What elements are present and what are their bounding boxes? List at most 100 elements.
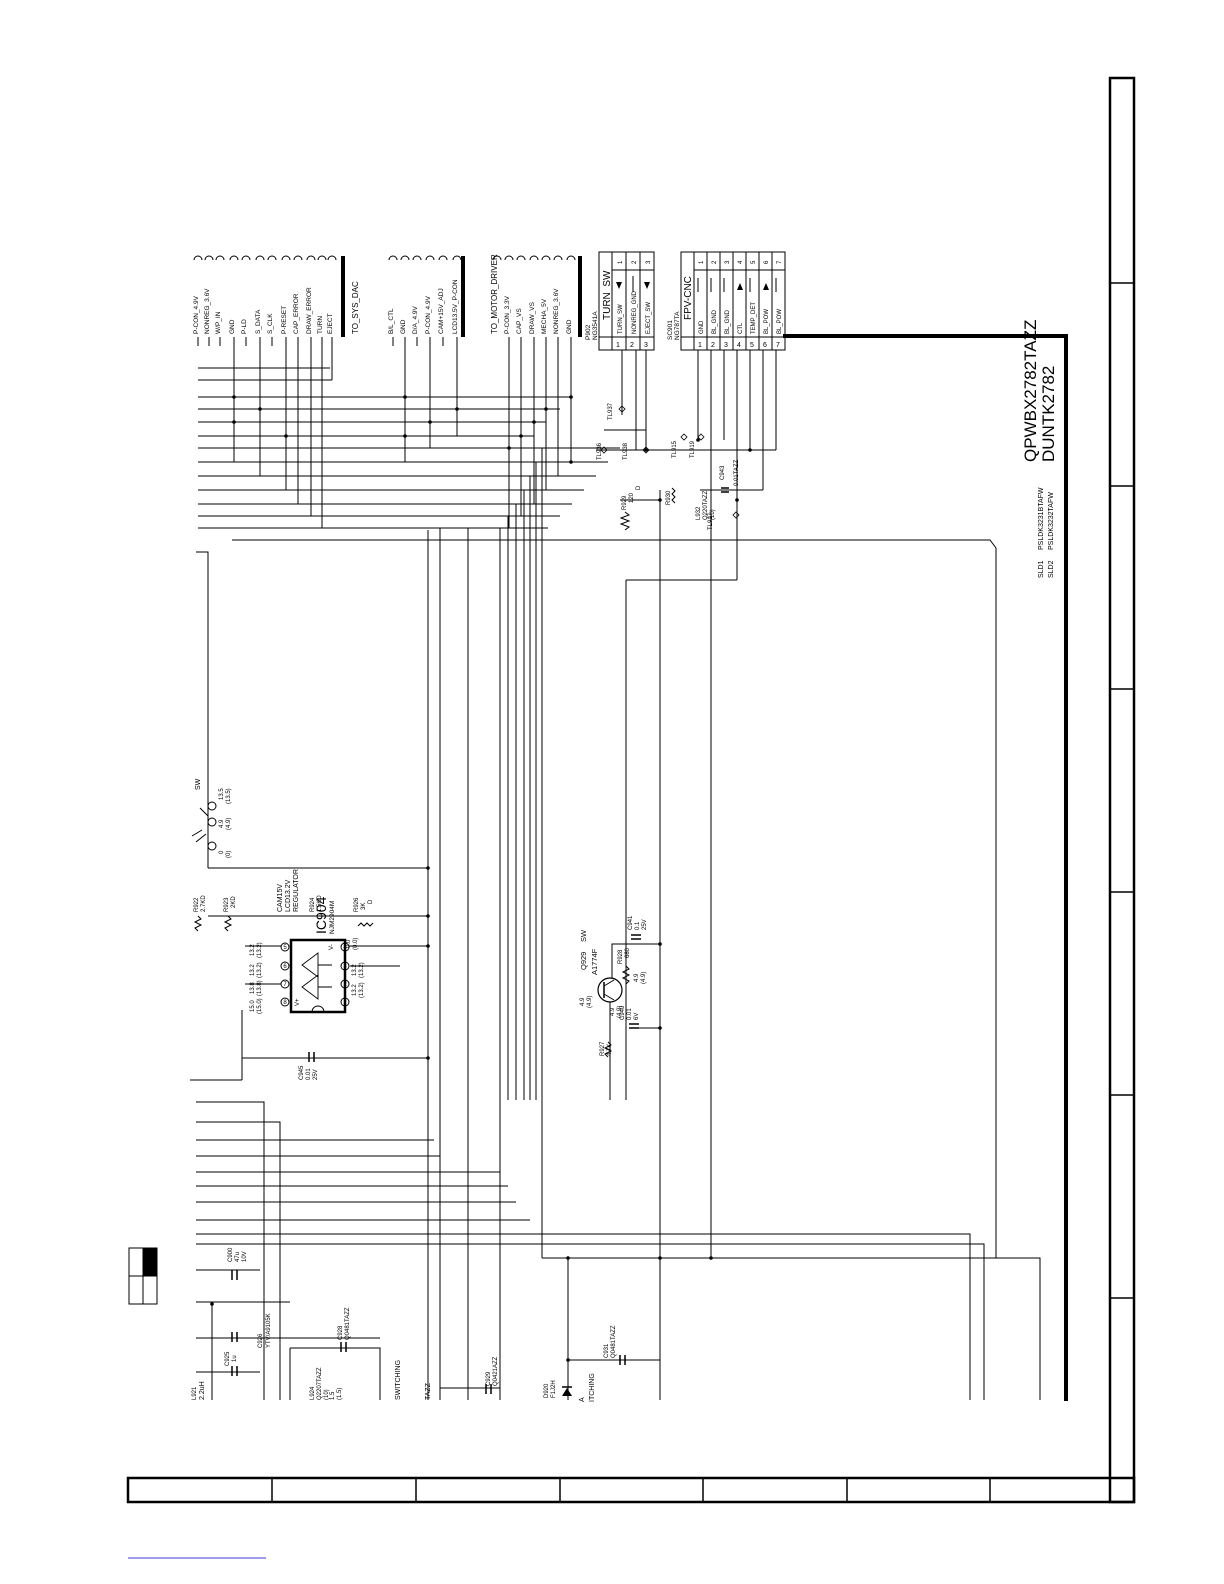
pin-number: 3: [725, 260, 731, 264]
contact-arc: [566, 255, 576, 261]
test-point-label: TL936: [597, 442, 603, 460]
part-ref: R928: [618, 949, 624, 964]
junction-dot: [210, 1302, 214, 1306]
part-value: D: [368, 899, 374, 904]
pin-number: 3: [646, 260, 652, 264]
diode-icon: [562, 1388, 572, 1396]
ic-pin-number: 2: [343, 982, 347, 988]
junction-dot: [569, 395, 573, 399]
reg-note: CAM15V: [277, 884, 284, 912]
part-ref: Q929: [579, 952, 588, 970]
connector-title: FPV-CNC: [683, 276, 694, 320]
junction-dot: [232, 395, 236, 399]
part-ref: R927: [600, 1041, 606, 1056]
part-value: Q0481TAZZ: [345, 1307, 351, 1340]
pin-label: GND: [229, 319, 236, 334]
part-ref: R929: [622, 495, 628, 510]
ic-pin-number: 1: [343, 1000, 347, 1006]
test-point-icon: [642, 446, 650, 454]
part-ref: L921: [192, 1386, 198, 1400]
contact-arc: [438, 255, 448, 261]
pin-label: BL_GND: [712, 309, 718, 334]
part-ref: C929: [486, 1371, 492, 1386]
contact-arc: [492, 255, 502, 261]
component-c925: C925 1u: [225, 1351, 238, 1376]
contact-arc: [204, 255, 214, 261]
ic-part: NJM2904M: [329, 901, 336, 934]
ic-pin-number: 6: [283, 964, 287, 970]
voltage: (4.9): [226, 818, 232, 830]
test-point-icon: [600, 446, 608, 454]
test-point-label: TL917: [708, 512, 714, 530]
voltage: (13.2): [359, 982, 365, 998]
pin-label: DRAW_VS: [529, 301, 536, 334]
contact-arc: [255, 255, 265, 261]
part-value: Q0481TAZZ: [611, 1325, 617, 1358]
part-value: SW: [579, 929, 588, 942]
voltage: (4.9): [587, 996, 593, 1008]
voltage: (13.5): [226, 788, 232, 804]
pin-number: 2: [711, 342, 715, 349]
junction-dot: [569, 460, 573, 464]
voltage: 13.2: [352, 984, 358, 996]
contact-arc: [241, 255, 251, 261]
pin-label: GND: [699, 320, 705, 334]
connector-ref: SC901: [667, 320, 674, 340]
component-r928: R928 680: [618, 947, 631, 985]
voltage: 4.9: [634, 973, 640, 982]
contact-arc: [529, 255, 539, 261]
voltage: 13.8: [250, 982, 256, 994]
part-value: 1.5KD: [317, 895, 323, 912]
pin-label: MECHA_5V: [541, 298, 548, 334]
contact-arc: [267, 255, 277, 261]
pin-label: DRAW_ERROR: [306, 287, 313, 334]
part-value: 6V: [634, 1013, 640, 1020]
part-value: YTV/A9105K: [266, 1313, 272, 1348]
component-c900: C900 47u 10V: [228, 1247, 248, 1280]
voltage: 13.2: [250, 964, 256, 976]
voltage: (4.9): [617, 1006, 623, 1018]
voltage: 13.2: [250, 944, 256, 956]
contact-arc: [327, 255, 337, 261]
test-point-icon: [732, 511, 740, 519]
voltage: (1.5): [337, 1388, 343, 1400]
part-ref: C941: [628, 915, 634, 930]
pin-label: CAP_VS: [516, 308, 523, 334]
component-r926: R926 3K D: [354, 897, 374, 927]
connector-fpv-cnc: SC901 NG787TA FPV-CNC 1 2 3 4 5 6 7 GND …: [667, 251, 786, 351]
connector-motor-driver: TO_MOTOR_DRIVER P-CON_3.3V CAP_VS DRAW_V…: [490, 254, 573, 334]
pin-label: S_CLK: [267, 313, 274, 334]
ic-pin-number: 5: [283, 945, 287, 951]
contact-arc: [388, 255, 398, 261]
connector-part: NG787TA: [674, 311, 681, 340]
pin-label: BL_POW: [764, 309, 770, 334]
wire: [196, 1233, 971, 1400]
pin-label: P-CON_3.3V: [504, 295, 511, 334]
voltage: (13.2): [257, 942, 263, 958]
voltage: 0.0: [346, 939, 352, 948]
connector-title: TURN_SW: [602, 270, 613, 320]
wire: [196, 1243, 985, 1400]
part-value: 0.01: [627, 1008, 633, 1020]
pin-number: 3: [724, 342, 728, 349]
voltage: 4.9: [610, 1007, 616, 1016]
registration-mark: [128, 1247, 158, 1305]
connector-sys-dac: P-CON_4.9V NONREG_3.6V W/P_IN GND P-LD S…: [193, 281, 360, 334]
junction-dot: [658, 1256, 662, 1260]
pin-number: 2: [712, 260, 718, 264]
pin-number: 2: [632, 260, 638, 264]
contact-arc: [293, 255, 303, 261]
ic-pin-label: V+: [295, 998, 301, 1006]
part-value: 0.01TAZZ: [734, 459, 740, 486]
pin-number: 4: [737, 342, 741, 349]
junction-dot: [507, 446, 511, 450]
part-value: F1J2H: [551, 1380, 557, 1398]
component-r930: R930: [666, 487, 676, 505]
part-value: (10): [710, 509, 716, 520]
component-c941: C941 0.1 25V: [628, 915, 648, 940]
pin-label: NONREG_3.6V: [553, 288, 560, 334]
junction-dot: [426, 914, 430, 918]
ic904-block: CAM15V LCD13.2V REGULATOR IC904 NJM2904M…: [250, 869, 365, 1014]
pin-label: NONREG_3.6V: [204, 288, 211, 334]
tazz-text: TAZZ: [425, 1382, 432, 1400]
